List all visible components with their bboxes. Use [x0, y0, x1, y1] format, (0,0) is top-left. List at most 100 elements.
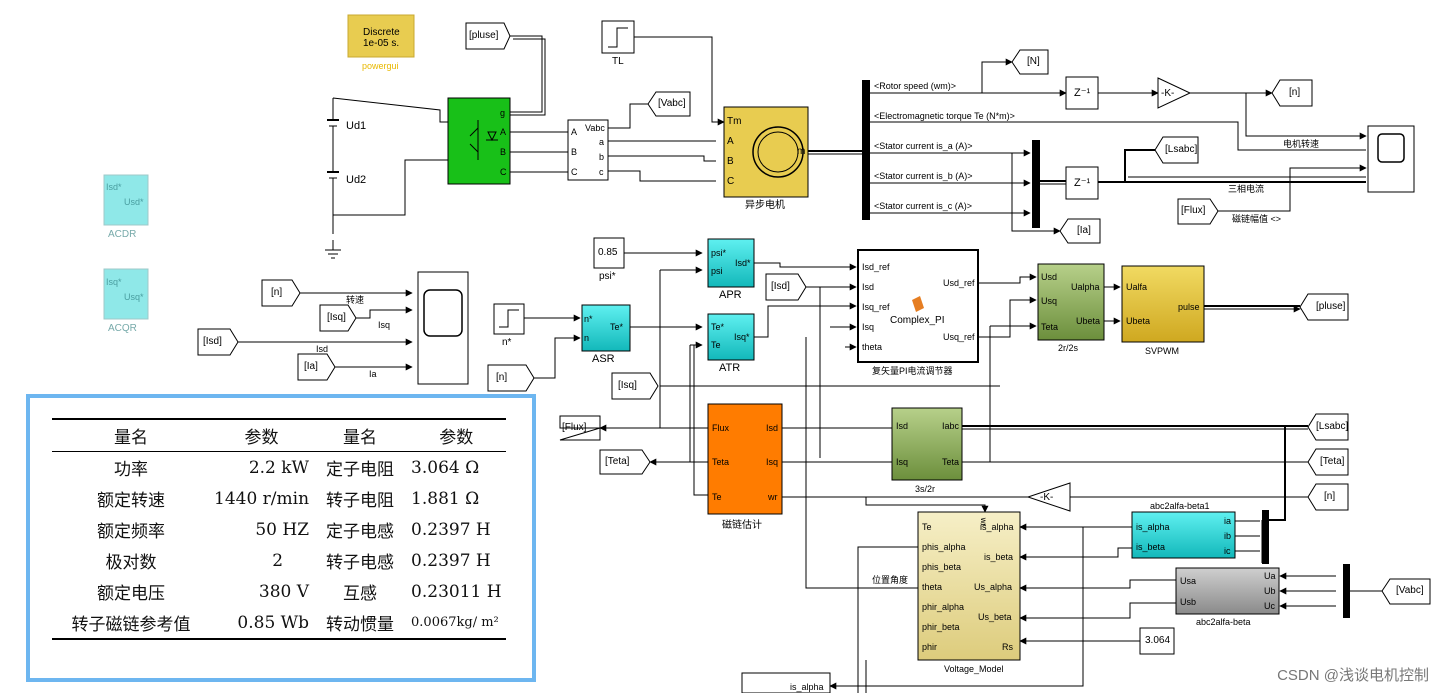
psi-const-block[interactable]	[593, 237, 625, 269]
flux-out2: Teta	[712, 457, 730, 467]
abc-mux-2	[1343, 564, 1350, 618]
asr-in2: n	[584, 333, 590, 343]
goto-pluse-tag[interactable]	[1299, 293, 1349, 321]
vm2-in5: phir_alpha	[922, 602, 965, 612]
powergui-label: powergui	[362, 61, 399, 71]
wire-flux-mag: 磁链幅值 <>	[1232, 214, 1282, 224]
cell: 380 V	[258, 581, 310, 602]
r2s-in1: Usd	[1041, 272, 1058, 282]
acdr-block[interactable]	[103, 174, 149, 226]
acqr-block[interactable]	[103, 268, 149, 320]
apr-block[interactable]	[707, 238, 755, 288]
goto-vabc-tag[interactable]	[647, 91, 691, 117]
svpwm-block[interactable]	[1121, 265, 1205, 343]
ab1-in3: ic	[1224, 546, 1231, 556]
cell: 定子电感	[326, 522, 395, 542]
unit-delay-1[interactable]	[1065, 76, 1099, 110]
vm2-in2: phis_alpha	[922, 542, 966, 552]
from-pluse-tag[interactable]	[465, 22, 511, 50]
motor-a: A	[727, 136, 734, 147]
cpi-label: 复矢量PI电流调节器	[872, 366, 953, 376]
from-n-tag-asr[interactable]	[487, 364, 535, 392]
from-n-tag-gain[interactable]	[1307, 483, 1349, 511]
gain-block-2[interactable]	[1026, 482, 1071, 512]
flux-out-text: [Flux]	[562, 422, 587, 433]
cell: 50 HZ	[255, 519, 310, 540]
teta-in-text: [Teta]	[1320, 456, 1345, 467]
voltage-model-block[interactable]	[917, 511, 1021, 661]
is-alpha-goto[interactable]	[741, 672, 831, 693]
gain-block-1[interactable]	[1157, 77, 1192, 109]
from-isq-tag-scope[interactable]	[319, 304, 357, 332]
vm2-in4: theta	[922, 582, 943, 592]
abc2alfa-beta-block[interactable]	[1175, 567, 1280, 615]
acqr-label: ACQR	[108, 323, 137, 334]
flux-out1: Flux	[712, 423, 730, 433]
cpi-in5: theta	[862, 342, 883, 352]
isq-in-text: [Isq]	[327, 312, 346, 323]
from-vabc-tag[interactable]	[1381, 578, 1431, 605]
motor-label: 异步电机	[745, 200, 785, 211]
vm-c: c	[599, 167, 604, 177]
powergui-block[interactable]	[347, 14, 415, 58]
vm2-out5: Rs	[1002, 642, 1013, 652]
complex-pi-block[interactable]	[857, 249, 979, 363]
ab1-out1: is_alpha	[1136, 522, 1170, 532]
cell: 2.2 kW	[248, 457, 310, 478]
vabc-in-text: [Vabc]	[1396, 585, 1424, 596]
cell: 0.2397 H	[411, 519, 491, 540]
unit-delay-2[interactable]	[1065, 166, 1099, 200]
from-teta-tag[interactable]	[1307, 448, 1349, 476]
gain2-label: -K-	[1040, 492, 1054, 503]
vm2-in6: phir_beta	[922, 622, 960, 632]
flux-estimator-block[interactable]	[707, 403, 783, 515]
acdr-out: Usd*	[124, 197, 144, 207]
acdr-label: ACDR	[108, 229, 137, 240]
from-ia-tag-scope[interactable]	[297, 353, 336, 381]
from-flux-tag[interactable]	[1177, 198, 1219, 225]
speed-step-block[interactable]	[493, 303, 525, 335]
header-name-1: 量名	[114, 428, 148, 448]
apr-in1: psi*	[711, 248, 727, 258]
r2s-block[interactable]	[1037, 263, 1105, 341]
goto-teta-tag[interactable]	[599, 449, 651, 475]
ab1-in2: ib	[1224, 531, 1232, 541]
asr-block[interactable]	[581, 304, 631, 352]
tl-label: TL	[612, 56, 624, 67]
psi-const-label: psi*	[599, 271, 616, 282]
header-name-2: 量名	[343, 428, 378, 448]
bus-s5: <Stator current is_c (A)>	[874, 201, 973, 211]
wire-ia: Ia	[369, 369, 377, 379]
abc2alfa-beta1-block[interactable]	[1131, 511, 1236, 559]
atr-block[interactable]	[707, 313, 755, 361]
speed-step-label: n*	[502, 337, 512, 348]
goto-ia-tag[interactable]	[1059, 218, 1101, 244]
goto-N-tag[interactable]	[1011, 49, 1049, 75]
ab2-out1: Usa	[1180, 576, 1197, 586]
induction-motor-block[interactable]	[723, 106, 809, 198]
from-isd-tag-pi[interactable]	[765, 273, 807, 301]
vm-B: B	[571, 147, 578, 157]
cell: 0.85 Wb	[237, 612, 310, 633]
apr-in2: psi	[711, 266, 723, 276]
from-n-tag-scope[interactable]	[261, 279, 301, 307]
inverter-block[interactable]	[447, 97, 511, 185]
s2r-block[interactable]	[891, 407, 963, 481]
atr-in2: Te	[711, 340, 721, 350]
table-row: 额定转速 1440 r/min 转子电阻 1.881 Ω	[52, 483, 506, 514]
goto-flux-tag[interactable]	[559, 415, 601, 441]
voltage-measurement-block[interactable]	[567, 119, 609, 181]
from-lsabc-tag[interactable]	[1307, 413, 1349, 441]
isq-in2-text: [Isq]	[618, 380, 637, 391]
is-alpha-tag-text: is_alpha	[790, 682, 824, 692]
bus-s4: <Stator current is_b (A)>	[874, 171, 973, 181]
from-isd-tag-scope[interactable]	[197, 328, 239, 356]
vm2-label: Voltage_Model	[944, 664, 1004, 674]
from-isq-tag[interactable]	[611, 372, 659, 400]
rs-const-block[interactable]	[1139, 627, 1175, 655]
tl-step-block[interactable]	[601, 20, 635, 54]
goto-lsabc-tag[interactable]	[1154, 136, 1199, 164]
cell: 0.2397 H	[411, 550, 491, 571]
goto-n-tag[interactable]	[1271, 79, 1313, 107]
